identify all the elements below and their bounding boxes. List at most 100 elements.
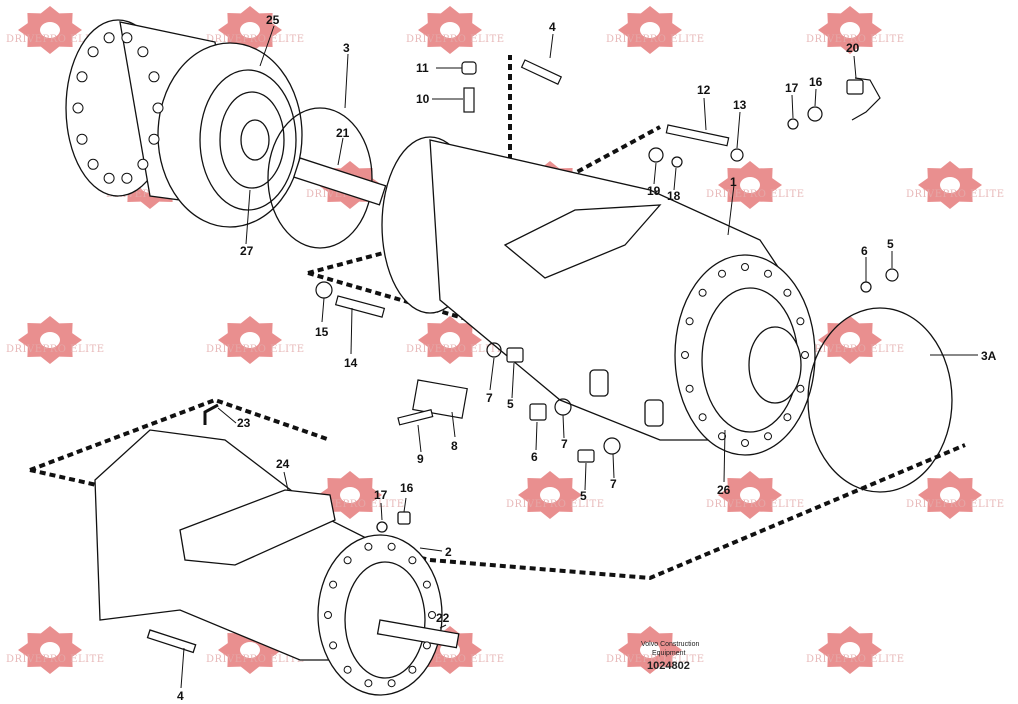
callout-label: 21	[336, 126, 350, 140]
callout-label: 5	[887, 237, 894, 251]
bolt-hole	[387, 542, 396, 551]
callout-label: 1	[730, 175, 737, 189]
watermark-text: DRIVEPRO ELITE	[606, 34, 705, 45]
bolt-hole	[764, 432, 772, 441]
bolt-hole	[329, 641, 338, 650]
bolt-hole	[76, 133, 88, 145]
plate-8	[412, 379, 468, 419]
bolt-hole	[718, 432, 726, 441]
bolt-hole	[422, 641, 431, 650]
bolt-hole	[152, 102, 164, 114]
callout-label: 22	[436, 611, 450, 625]
bolt-hole	[76, 71, 88, 83]
screw-9	[397, 409, 434, 426]
callout-label: 15	[315, 325, 329, 339]
plug-5b	[577, 449, 595, 463]
bolt-hole	[681, 351, 689, 359]
bolt-hole	[801, 351, 809, 359]
bolt-hole	[741, 263, 749, 271]
oring-15	[315, 281, 333, 299]
brand-line-2: Equipment	[652, 650, 686, 657]
watermark-text: DRIVEPRO ELITE	[906, 499, 1005, 510]
bolt-hole	[796, 384, 805, 393]
washer-6	[860, 281, 872, 293]
watermark-gear-icon: DRIVEPRO ELITE	[6, 316, 105, 364]
nut-13	[730, 148, 744, 162]
callout-label: 5	[507, 397, 514, 411]
bolt-16b	[397, 511, 411, 525]
watermark-text: DRIVEPRO ELITE	[806, 654, 905, 665]
bolt-hole	[364, 542, 373, 551]
bolt-hole	[408, 556, 417, 565]
drawing-footer: Volvo Construction Equipment 1024802	[641, 641, 699, 672]
watermark-gear-icon: DRIVEPRO ELITE	[906, 471, 1005, 519]
bolt-5	[885, 268, 899, 282]
lower-housing	[94, 403, 460, 696]
callout-label: 14	[344, 356, 358, 370]
flange-bolts	[681, 263, 809, 447]
lower-bore	[344, 561, 426, 679]
watermark-text: DRIVEPRO ELITE	[606, 654, 705, 665]
breather-23	[203, 403, 219, 425]
watermark-gear-icon: DRIVEPRO ELITE	[806, 626, 905, 674]
bolt-hole	[121, 172, 133, 184]
housing-spline	[748, 326, 802, 404]
watermark-gear-icon: DRIVEPRO ELITE	[906, 161, 1004, 209]
bolt-hole	[718, 269, 726, 278]
bolt-hole	[796, 317, 805, 326]
bolt-hole	[685, 317, 694, 326]
drawing-number: 1024802	[647, 660, 690, 672]
oring-3	[267, 107, 373, 249]
bolt-hole	[698, 413, 707, 422]
callout-label: 27	[240, 244, 254, 258]
washer-17	[787, 118, 799, 130]
watermark-gear-icon: DRIVEPRO ELITE	[706, 471, 804, 519]
watermark-gear-icon: DRIVEPRO ELITE	[606, 6, 705, 54]
lower-flange-bolts	[324, 542, 436, 688]
callout-label: 6	[531, 450, 538, 464]
bolt-hole	[741, 439, 749, 447]
shaft-22	[376, 619, 460, 649]
callout-label: 17	[374, 488, 388, 502]
callout-label: 16	[400, 481, 414, 495]
wheel-hub-assembly	[65, 19, 387, 249]
bolt-hole	[364, 679, 373, 688]
hardware	[315, 59, 899, 463]
callout-label: 4	[177, 689, 184, 703]
washer-7c	[603, 437, 621, 455]
bolt-hole	[87, 46, 99, 58]
watermark-text: DRIVEPRO ELITE	[406, 654, 505, 665]
callout-label: 10	[416, 92, 430, 106]
bolt-hole	[103, 172, 115, 184]
brand-line-1: Volvo Construction	[641, 641, 699, 648]
nipple-10	[463, 87, 475, 113]
callout-label: 3A	[981, 349, 997, 363]
watermark-text: DRIVEPRO ELITE	[6, 654, 105, 665]
bolt-hole	[343, 665, 352, 674]
watermark-text: DRIVEPRO ELITE	[206, 344, 305, 355]
watermark-text: DRIVEPRO ELITE	[6, 34, 105, 45]
watermark-text: DRIVEPRO ELITE	[206, 654, 305, 665]
watermark-gear-icon: DRIVEPRO ELITE	[6, 626, 105, 674]
watermark-text: DRIVEPRO ELITE	[6, 344, 105, 355]
callout-label: 4	[549, 20, 556, 34]
watermark-gear-icon: DRIVEPRO ELITE	[406, 316, 504, 364]
nut-16	[807, 106, 823, 122]
axle-housing	[381, 136, 953, 493]
callout-label: 7	[561, 437, 568, 451]
stud-12	[665, 124, 730, 147]
callout-label: 19	[647, 184, 661, 198]
callout-label: 7	[610, 477, 617, 491]
callout-label: 26	[717, 483, 731, 497]
callout-label: 25	[266, 13, 280, 27]
watermark-text: DRIVEPRO ELITE	[806, 34, 905, 45]
watermark-text: DRIVEPRO ELITE	[506, 499, 605, 510]
plug-11	[461, 61, 477, 75]
bolt-hole	[148, 133, 160, 145]
bolt-4-top	[520, 59, 563, 85]
callout-label: 11	[416, 61, 429, 75]
bolt-14	[334, 295, 386, 318]
bolt-hole	[422, 580, 431, 589]
sensor-20-head	[846, 79, 864, 95]
callout-label: 17	[785, 81, 799, 95]
